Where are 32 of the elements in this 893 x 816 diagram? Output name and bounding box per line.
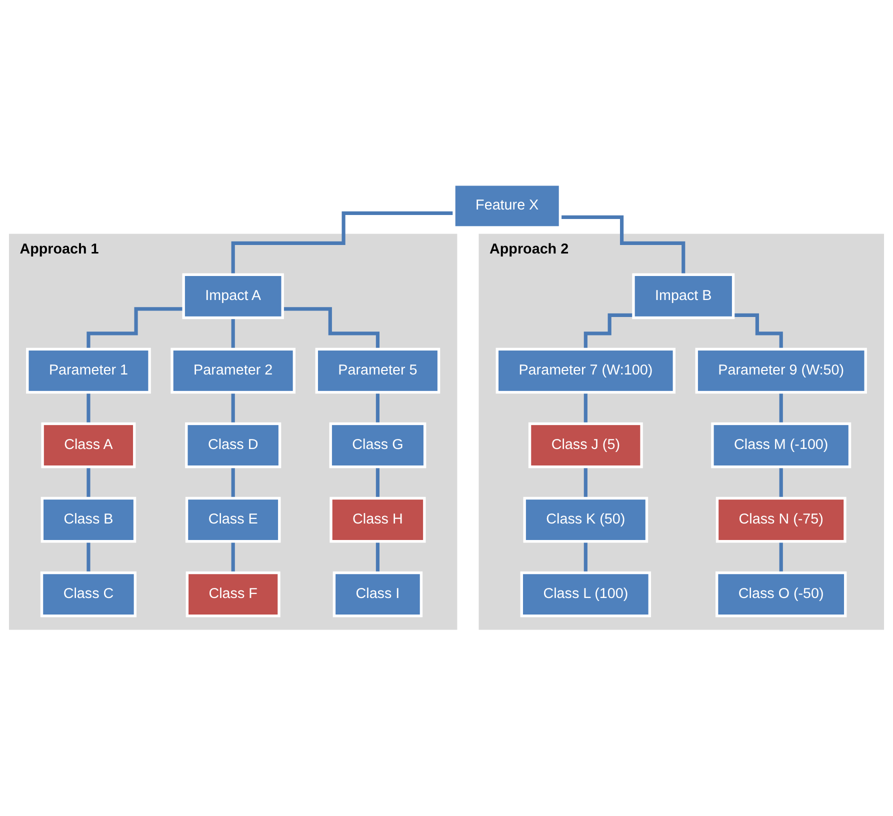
node-box: Class L (100): [520, 571, 652, 618]
node-box: Parameter 2: [170, 348, 296, 394]
connector: [86, 390, 90, 426]
connector: [376, 390, 380, 426]
connector: [779, 390, 783, 426]
node-box: Class O (-50): [716, 571, 847, 618]
node-box: Class N (-75): [716, 496, 846, 543]
node-box: Feature X: [452, 183, 562, 229]
node-box: Class D: [185, 422, 282, 468]
node-box: Class I: [332, 571, 423, 618]
node-box: Impact B: [632, 273, 735, 320]
node-box: Class J (5): [528, 422, 643, 468]
node-box: Class B: [40, 496, 136, 543]
connector: [584, 313, 634, 351]
node-box: Impact A: [182, 273, 284, 320]
node-box: Parameter 7 (W:100): [496, 348, 676, 394]
node-box: Class C: [40, 571, 137, 618]
node-box: Class G: [329, 422, 426, 468]
connector: [733, 313, 783, 351]
connector: [584, 390, 588, 426]
node-box: Class F: [186, 571, 280, 618]
node-box: Parameter 1: [26, 348, 151, 394]
node-box: Class H: [330, 496, 426, 543]
node-box: Class M (-100): [711, 422, 852, 468]
node-box: Class K (50): [523, 496, 648, 543]
connector: [86, 307, 184, 351]
node-box: Parameter 5: [315, 348, 440, 394]
node-box: Class A: [41, 422, 136, 468]
node-box: Class E: [185, 496, 281, 543]
connector: [231, 390, 235, 426]
node-box: Parameter 9 (W:50): [695, 348, 867, 394]
connector: [282, 307, 380, 351]
